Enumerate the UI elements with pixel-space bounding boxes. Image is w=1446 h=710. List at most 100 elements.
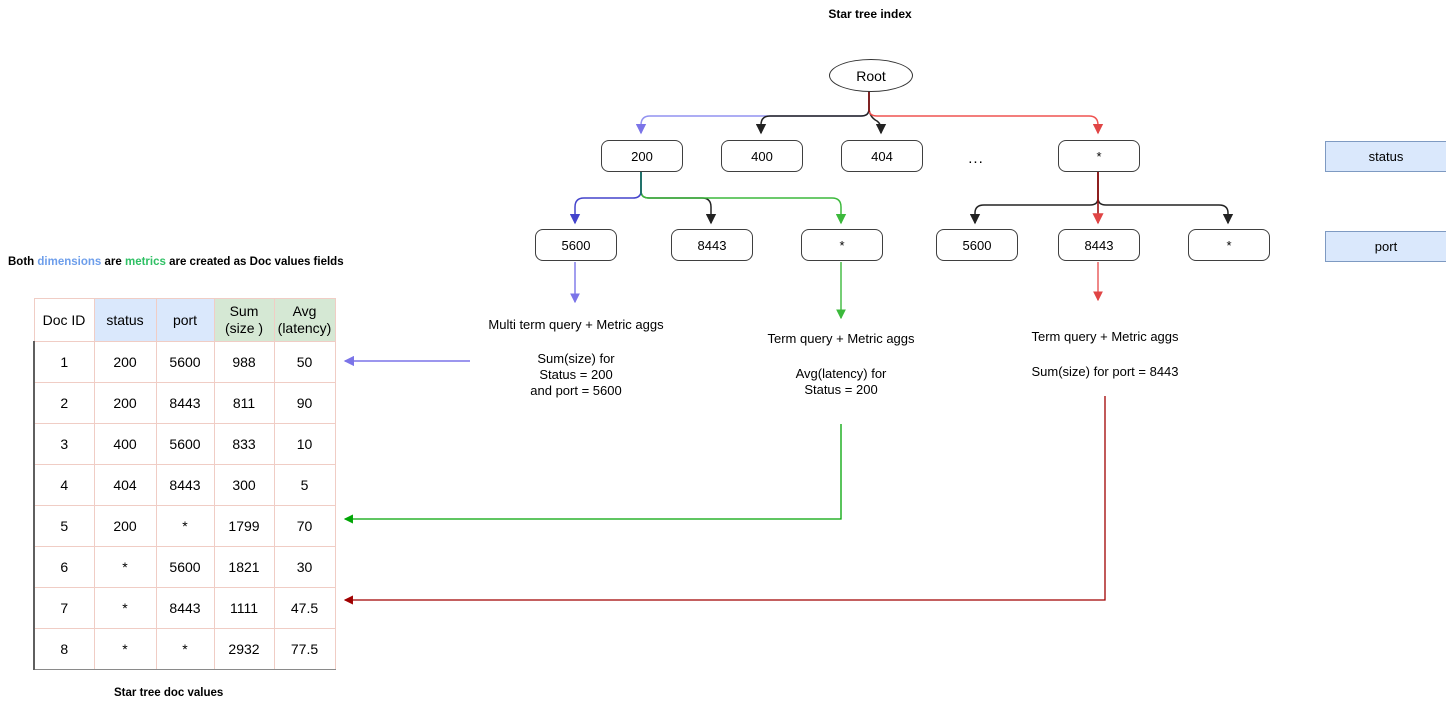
node-label: *	[839, 237, 845, 253]
query-to-doc5-arrow	[343, 424, 842, 524]
header-sum-size: Sum (size )	[213, 298, 275, 342]
table-cell: *	[93, 587, 157, 629]
table-cell: 200	[93, 341, 157, 383]
table-row: 8 * * 2932 77.5	[33, 628, 336, 670]
status-legend-box: status	[1325, 141, 1446, 172]
annotation-line: Avg(latency) for	[795, 366, 887, 381]
table-cell: 8	[33, 628, 95, 670]
header-doc-id: Doc ID	[33, 298, 95, 342]
annotation-line: Sum(size) for port = 8443	[1031, 364, 1179, 379]
annotation-title: Term query + Metric aggs	[1031, 329, 1179, 344]
port-node-8443-right: 8443	[1058, 229, 1140, 261]
table-cell: 1	[33, 341, 95, 383]
table-cell: 404	[93, 464, 157, 506]
node-label: 8443	[697, 237, 727, 253]
table-cell: *	[93, 546, 157, 588]
status-ellipsis: ...	[968, 150, 984, 167]
table-cell: 8443	[155, 382, 215, 424]
port-node-star-left: *	[801, 229, 883, 261]
table-cell: 8443	[155, 464, 215, 506]
table-cell: 5600	[155, 341, 215, 383]
query-to-doc7-arrow	[343, 396, 1106, 605]
table-cell: 2932	[213, 628, 275, 670]
table-cell: 6	[33, 546, 95, 588]
table-cell: 10	[273, 423, 336, 465]
table-cell: 90	[273, 382, 336, 424]
port-legend-box: port	[1325, 231, 1446, 262]
doc-values-note: Both dimensions are metrics are created …	[8, 256, 344, 268]
table-cell: 77.5	[273, 628, 336, 670]
root-node-label: Root	[856, 67, 886, 84]
status-node-404: 404	[841, 140, 923, 172]
table-cell: 7	[33, 587, 95, 629]
table-cell: 1111	[213, 587, 275, 629]
node-label: 400	[751, 148, 773, 164]
annotation-multi-term-query: Multi term query + Metric aggs Sum(size)…	[456, 317, 696, 399]
node-label: 200	[631, 148, 653, 164]
node-label: 5600	[561, 237, 591, 253]
table-row: 5 200 * 1799 70	[33, 505, 336, 547]
node-label: *	[1096, 148, 1102, 164]
200-to-star-arrow	[640, 172, 847, 225]
table-cell: 30	[273, 546, 336, 588]
table-row: 6 * 5600 1821 30	[33, 546, 336, 588]
table-cell: *	[93, 628, 157, 670]
node-label: 8443	[1084, 237, 1114, 253]
port-node-8443-left: 8443	[671, 229, 753, 261]
node-label: 404	[871, 148, 893, 164]
table-cell: 833	[213, 423, 275, 465]
annotation-line: Sum(size) for	[537, 351, 615, 366]
node-label: 5600	[962, 237, 992, 253]
annotation-term-query-green: Term query + Metric aggs Avg(latency) fo…	[721, 331, 961, 398]
table-row: 3 400 5600 833 10	[33, 423, 336, 465]
table-cell: 988	[213, 341, 275, 383]
table-cell: 3	[33, 423, 95, 465]
table-cell: 1821	[213, 546, 275, 588]
port-node-5600-right: 5600	[936, 229, 1018, 261]
status-legend-label: status	[1368, 149, 1404, 164]
table-cell: 300	[213, 464, 275, 506]
table-cell: 5	[33, 505, 95, 547]
table-header-row: Doc ID status port Sum (size ) Avg (late…	[33, 298, 336, 342]
200-to-5600-arrow	[569, 172, 642, 225]
table-cell: 811	[213, 382, 275, 424]
annotation-line: and port = 5600	[530, 383, 622, 398]
table-row: 1 200 5600 988 50	[33, 341, 336, 383]
note-dimensions-word: dimensions	[37, 256, 102, 268]
table-cell: 5600	[155, 546, 215, 588]
table-cell: 5	[273, 464, 336, 506]
header-port: port	[155, 298, 215, 342]
status-node-200: 200	[601, 140, 683, 172]
table-row: 2 200 8443 811 90	[33, 382, 336, 424]
port-legend-label: port	[1374, 239, 1398, 254]
header-status: status	[93, 298, 157, 342]
table-cell: 200	[93, 505, 157, 547]
table-cell: 200	[93, 382, 157, 424]
table-cell: 70	[273, 505, 336, 547]
diagram-title: Star tree index	[828, 7, 912, 21]
root-to-404-arrow	[868, 90, 887, 135]
annotation-term-query-red: Term query + Metric aggs Sum(size) for p…	[985, 329, 1225, 380]
table-cell: 2	[33, 382, 95, 424]
note-text: are	[101, 256, 125, 268]
table-cell: 5600	[155, 423, 215, 465]
annotation-title: Term query + Metric aggs	[767, 331, 915, 346]
table-cell: 47.5	[273, 587, 336, 629]
annotation-line: Status = 200	[804, 382, 878, 397]
note-text: Both	[8, 256, 38, 268]
doc-values-table: Doc ID status port Sum (size ) Avg (late…	[33, 298, 336, 670]
star-to-5600-arrow	[969, 172, 1099, 225]
table-cell: *	[155, 628, 215, 670]
root-to-star-arrow	[868, 90, 1104, 135]
table-cell: 8443	[155, 587, 215, 629]
root-node: Root	[829, 59, 913, 92]
table-cell: 4	[33, 464, 95, 506]
table-cell: 400	[93, 423, 157, 465]
table-row: 4 404 8443 300 5	[33, 464, 336, 506]
note-metrics-word: metrics	[124, 256, 166, 268]
root-to-400-arrow	[755, 90, 870, 135]
port-node-5600-left: 5600	[535, 229, 617, 261]
status-node-star: *	[1058, 140, 1140, 172]
